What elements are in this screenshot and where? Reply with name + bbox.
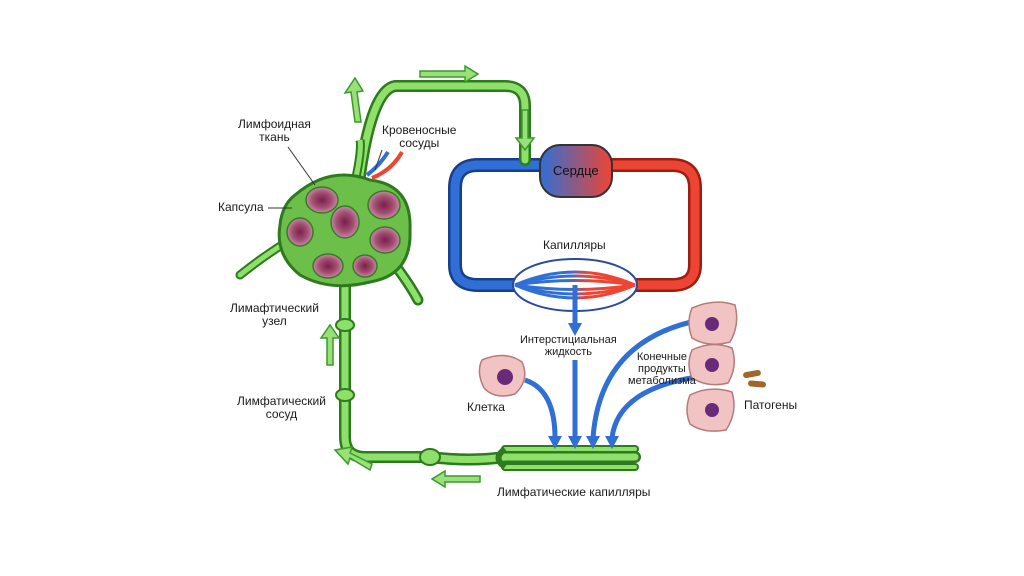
label-lymphoid-tissue: Лимфоидная ткань bbox=[238, 117, 311, 144]
lymph-node bbox=[235, 139, 424, 306]
lymphoid-follicles bbox=[286, 186, 401, 279]
label-interstitial-fluid: Интерстициальная жидкость bbox=[520, 334, 617, 358]
heart bbox=[539, 144, 613, 198]
node-blood-vessel-red bbox=[371, 150, 404, 180]
leader-lines bbox=[268, 146, 383, 209]
fluid-arrow-heads bbox=[548, 323, 619, 449]
label-cell: Клетка bbox=[467, 400, 505, 414]
label-capillaries: Капилляры bbox=[543, 238, 606, 252]
node-blood-vessel-blue bbox=[365, 150, 390, 177]
vein-outline bbox=[448, 158, 540, 292]
artery bbox=[610, 160, 700, 290]
artery-outline bbox=[610, 158, 702, 292]
vein bbox=[450, 160, 540, 290]
label-metabolic-products: Конечные продукты метаболизма bbox=[628, 351, 696, 387]
label-lymph-node: Лимафтический узел bbox=[230, 301, 319, 328]
label-heart: Сердце bbox=[553, 163, 599, 178]
label-capsule: Капсула bbox=[218, 200, 264, 214]
cell-icon bbox=[478, 354, 526, 397]
pathogen-icon bbox=[743, 369, 766, 388]
tissue-cell-nuclei bbox=[705, 317, 719, 417]
flow-arrow-icon bbox=[319, 64, 536, 489]
label-lymph-vessel: Лимфатический сосуд bbox=[237, 394, 326, 421]
label-blood-vessels: Кровеносные сосуды bbox=[382, 123, 457, 150]
label-lymph-capillaries: Лимфатические капилляры bbox=[497, 485, 651, 499]
label-pathogens: Патогены bbox=[744, 398, 798, 412]
